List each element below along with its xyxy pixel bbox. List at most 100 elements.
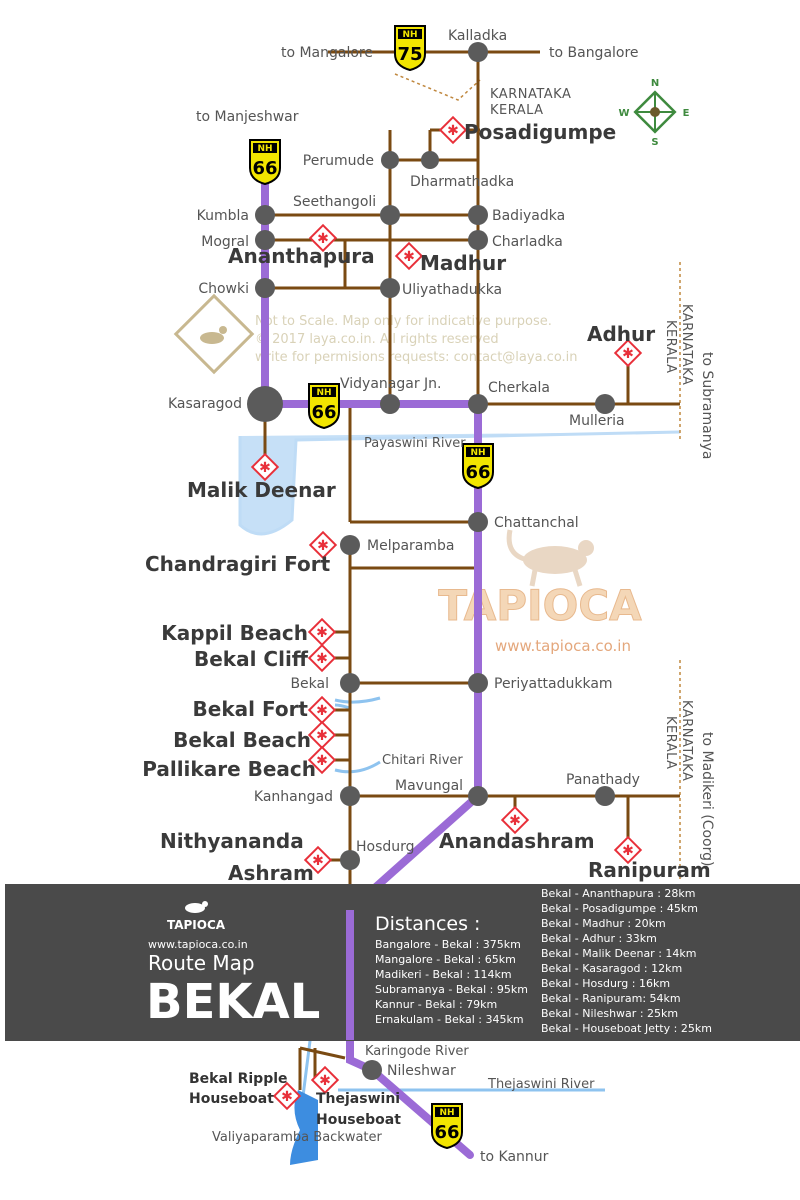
svg-text:66: 66 [465, 462, 490, 483]
label-karnataka-3: KARNATAKA [679, 700, 694, 781]
town-dot-melparamba [340, 535, 360, 555]
panel-subtitle: Route Map [148, 951, 255, 975]
compass-icon: N S E W [618, 78, 689, 148]
svg-text:66: 66 [252, 158, 277, 179]
nh66-shield-icon-3: NH 66 [462, 443, 494, 489]
label-ranipuram: Ranipuram [588, 858, 711, 882]
label-anandashram: Anandashram [439, 829, 595, 853]
label-thejaswini-1: Thejaswini [316, 1091, 400, 1107]
label-to-mangalore: to Mangalore [281, 45, 373, 61]
town-dots [247, 42, 615, 1080]
watermark-line-1: Not to Scale. Map only for indicative pu… [255, 314, 552, 329]
town-dot-kanhangad [340, 786, 360, 806]
label-charladka: Charladka [492, 234, 563, 250]
compass-s: S [651, 137, 658, 148]
label-kasaragod: Kasaragod [168, 396, 242, 412]
svg-text:NH: NH [402, 30, 417, 40]
label-mavungal: Mavungal [395, 778, 463, 794]
panel-logo: TAPIOCA [167, 918, 226, 932]
watermark-logo-icon [173, 293, 255, 375]
distance-right-item: Bekal - Malik Deenar : 14km [541, 947, 696, 960]
label-kerala-3: KERALA [663, 716, 678, 770]
chitari-river [334, 760, 381, 774]
label-bekal-fort: Bekal Fort [193, 697, 309, 721]
town-dot-cherkala [468, 394, 488, 414]
distance-left-item: Subramanya - Bekal : 95km [375, 983, 528, 996]
label-dharmathadka: Dharmathadka [410, 174, 514, 190]
label-thejaswini-2: Houseboat [316, 1112, 401, 1128]
label-bekal-ripple-2: Houseboat [189, 1091, 274, 1107]
svg-text:NH: NH [470, 448, 485, 458]
poi-icon-bekal-cliff [308, 644, 336, 672]
label-chowki: Chowki [198, 281, 249, 297]
distance-left-item: Ernakulam - Bekal : 345km [375, 1013, 524, 1026]
label-melparamba: Melparamba [367, 538, 455, 554]
label-pallikare: Pallikare Beach [142, 757, 316, 781]
distance-right-item: Bekal - Houseboat Jetty : 25km [541, 1022, 712, 1035]
label-to-madikeri: to Madikeri (Coorg) [699, 732, 715, 866]
poi-labels: Posadigumpe Ananthapura Madhur Adhur Mal… [142, 120, 711, 1128]
label-badiyadka: Badiyadka [492, 208, 565, 224]
compass-e: E [683, 108, 690, 119]
watermark-line-3: write for permisions requests: contact@l… [255, 350, 578, 365]
label-karnataka-2: KARNATAKA [679, 304, 694, 385]
town-dot-kalladka [468, 42, 488, 62]
distances-right-list: Bekal - Ananthapura : 28km Bekal - Posad… [541, 887, 712, 1035]
town-dot-charladka [468, 230, 488, 250]
town-dot-kasaragod [247, 386, 283, 422]
distances-left-list: Bangalore - Bekal : 375km Mangalore - Be… [375, 938, 528, 1026]
label-karingode: Karingode River [365, 1044, 469, 1059]
state-borders [394, 73, 681, 880]
poi-icon-madhur [395, 242, 423, 270]
town-dot-perumude [381, 151, 399, 169]
distance-right-item: Bekal - Posadigumpe : 45km [541, 902, 698, 915]
town-dot-dharmathadka [421, 151, 439, 169]
label-bekal-ripple-1: Bekal Ripple [189, 1071, 288, 1087]
town-dot-chattanchal [468, 512, 488, 532]
nh66-shield-icon-4: NH 66 [431, 1103, 463, 1149]
town-dot-mulleria [595, 394, 615, 414]
tapioca-logo-icon [185, 901, 208, 913]
town-dot-vidyanagar [380, 394, 400, 414]
payaswini-river [238, 430, 681, 536]
label-karnataka-1: KARNATAKA [490, 87, 571, 102]
label-malik-deenar: Malik Deenar [187, 478, 336, 502]
town-dot-panathady [595, 786, 615, 806]
distance-right-item: Bekal - Hosdurg : 16km [541, 977, 670, 990]
distance-right-item: Bekal - Nileshwar : 25km [541, 1007, 678, 1020]
nh75-shield-icon: NH 75 [394, 25, 426, 71]
svg-text:NH: NH [257, 144, 272, 154]
poi-icon-bekal-beach [308, 721, 336, 749]
watermark: Not to Scale. Map only for indicative pu… [173, 293, 643, 655]
label-chitari: Chitari River [382, 753, 463, 768]
distance-left-item: Madikeri - Bekal : 114km [375, 968, 512, 981]
nh66-shield-icon-1: NH 66 [249, 139, 281, 185]
state-labels: KARNATAKA KERALA KARNATAKA KERALA KARNAT… [490, 87, 694, 781]
town-dot-nileshwar [362, 1060, 382, 1080]
town-labels: Kalladka to Mangalore to Bangalore to Ma… [168, 28, 715, 1165]
label-adhur: Adhur [587, 322, 655, 346]
town-dot-kumbla [255, 205, 275, 225]
watermark-line-2: © 2017 laya.co.in. All rights reserved [255, 332, 499, 347]
label-thejaswini-river: Thejaswini River [487, 1077, 595, 1092]
label-nithyananda-1: Nithyananda [160, 829, 304, 853]
label-ananthapura: Ananthapura [228, 244, 375, 268]
distance-right-item: Bekal - Kasaragod : 12km [541, 962, 682, 975]
svg-text:NH: NH [316, 388, 331, 398]
distance-left-item: Kannur - Bekal : 79km [375, 998, 497, 1011]
highway-shields: NH 75 NH 66 NH 66 NH 66 NH 66 [249, 25, 494, 1149]
river-labels: Payaswini River Chitari River Karingode … [212, 436, 595, 1145]
label-hosdurg: Hosdurg [356, 839, 415, 855]
label-nileshwar: Nileshwar [387, 1063, 456, 1079]
tapioca-watermark-brand: TAPIOCA [438, 581, 642, 630]
label-kumbla: Kumbla [197, 208, 249, 224]
label-to-kannur: to Kannur [480, 1149, 549, 1165]
label-kanhangad: Kanhangad [254, 789, 333, 805]
town-dot-mogral [255, 230, 275, 250]
label-chattanchal: Chattanchal [494, 515, 579, 531]
compass-w: W [618, 108, 629, 119]
label-mogral: Mogral [201, 234, 249, 250]
poi-icon-posadigumpe [439, 116, 467, 144]
distance-right-item: Bekal - Madhur : 20km [541, 917, 666, 930]
